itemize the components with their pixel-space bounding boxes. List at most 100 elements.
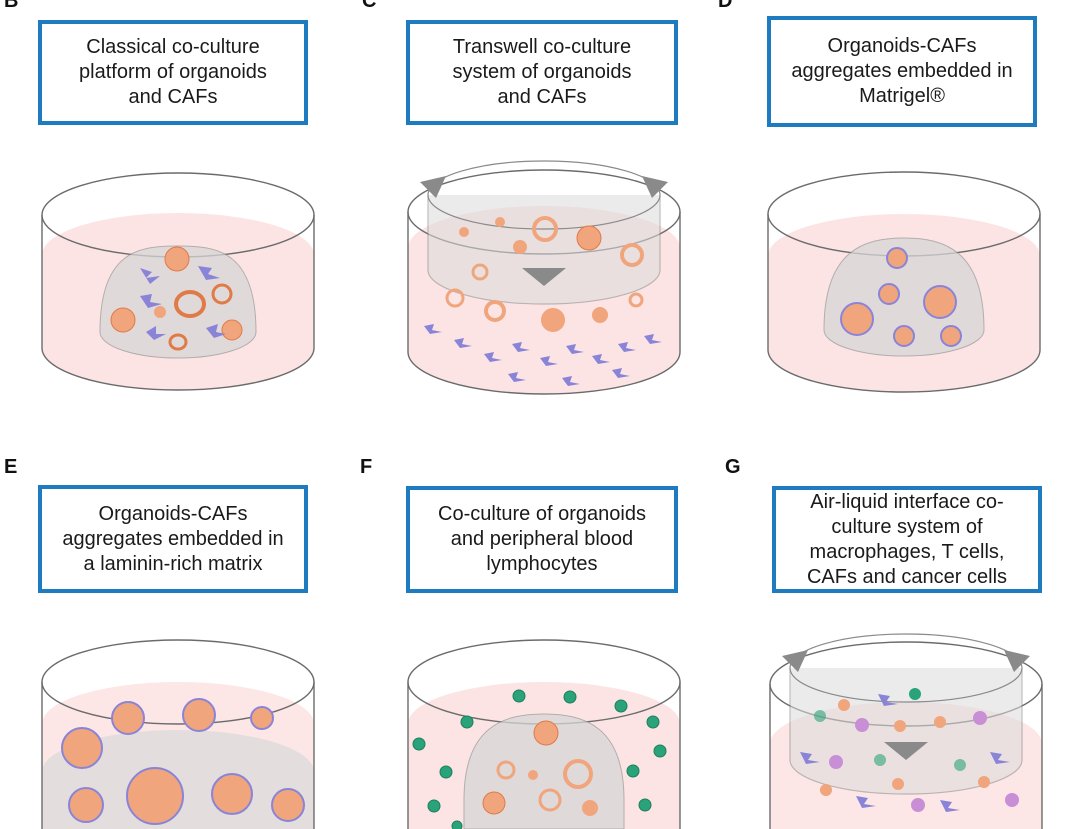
dish-f-organoid-5 bbox=[482, 791, 506, 815]
dish-g-insert-rim bbox=[789, 633, 1023, 703]
dish-d-aggregate-5 bbox=[893, 325, 915, 347]
panel-letter-c: C bbox=[362, 0, 377, 12]
dish-c bbox=[407, 160, 681, 395]
dish-g-cancer-cell-5 bbox=[892, 778, 904, 790]
dish-f-organoid-3 bbox=[528, 770, 538, 780]
dish-f-lymphocyte-3 bbox=[614, 699, 628, 713]
dish-c-caf-8 bbox=[618, 342, 636, 352]
dish-e-aggregate-7 bbox=[68, 787, 104, 823]
dish-b-caf-2 bbox=[198, 266, 220, 280]
dish-c-caf-2 bbox=[454, 338, 472, 348]
panel-letter-f: F bbox=[360, 456, 373, 478]
dish-f-organoid-1 bbox=[533, 720, 559, 746]
caption-box-g: Air-liquid interface co- culture system … bbox=[772, 486, 1042, 593]
dish-g-cancer-cell-1 bbox=[838, 699, 850, 711]
dish-g-cancer-cell-3 bbox=[894, 720, 906, 732]
dish-g-arrow-bottom bbox=[884, 742, 928, 760]
dish-b-organoid-2 bbox=[110, 307, 136, 333]
dish-f-organoid-7 bbox=[582, 800, 598, 816]
dish-e-aggregate-6 bbox=[211, 773, 253, 815]
dish-c-wall bbox=[407, 212, 681, 395]
dish-f-lymphocyte-11 bbox=[638, 798, 652, 812]
dish-e-aggregate-2 bbox=[182, 698, 216, 732]
dish-b-organoid-1 bbox=[164, 246, 190, 272]
dish-f-lymphocytes bbox=[412, 689, 667, 829]
dish-c-organoid-11 bbox=[592, 307, 608, 323]
panel-letter-e: E bbox=[4, 456, 18, 478]
dish-g-insert bbox=[789, 668, 1023, 795]
caption-box-e: Organoids-CAFs aggregates embedded in a … bbox=[38, 485, 308, 593]
dish-c-caf-5 bbox=[540, 356, 558, 366]
dish-f-wall bbox=[407, 682, 681, 829]
caption-box-c: Transwell co-culture system of organoids… bbox=[406, 20, 678, 125]
caption-box-d: Organoids-CAFs aggregates embedded in Ma… bbox=[767, 16, 1037, 127]
dish-c-arrow-bottom bbox=[522, 268, 566, 286]
dish-f-lymphocyte-4 bbox=[460, 715, 474, 729]
caption-text-d: Organoids-CAFs aggregates embedded in Ma… bbox=[791, 35, 1013, 107]
dish-b bbox=[41, 172, 315, 391]
dish-f bbox=[407, 639, 681, 829]
dish-f-lymphocyte-10 bbox=[427, 799, 441, 813]
dish-c-caf-7 bbox=[592, 354, 610, 364]
dish-g-caf-1 bbox=[878, 694, 898, 706]
dish-c-organoid-9 bbox=[484, 300, 506, 322]
dish-c-organoid-7 bbox=[471, 263, 489, 281]
dish-g-arrow-left bbox=[782, 650, 808, 672]
dish-g-arrow-right bbox=[1004, 650, 1030, 672]
dish-c-organoid-5 bbox=[513, 240, 527, 254]
caption-text-e: Organoids-CAFs aggregates embedded in a … bbox=[62, 502, 284, 575]
dish-c-organoid-10 bbox=[541, 308, 565, 332]
dish-c-caf-6 bbox=[566, 344, 584, 354]
dish-c-organoid-1 bbox=[459, 227, 469, 237]
dish-b-caf-4 bbox=[206, 324, 226, 338]
dish-f-lymphocyte-1 bbox=[512, 689, 526, 703]
dish-g-tcell-4 bbox=[954, 759, 966, 771]
dish-d-wall bbox=[767, 214, 1041, 393]
panel-letter-g: G bbox=[725, 456, 741, 478]
dish-f-lymphocyte-2 bbox=[563, 690, 577, 704]
dish-g bbox=[769, 633, 1043, 829]
caption-text-f: Co-culture of organoids and peripheral b… bbox=[438, 503, 646, 575]
dish-g-cancer-cell-2 bbox=[934, 716, 946, 728]
dish-g-macrophage-3 bbox=[829, 755, 843, 769]
dish-b-organoid-6 bbox=[154, 306, 166, 318]
dish-d-aggregate-6 bbox=[940, 325, 962, 347]
dish-f-lymphocyte-12 bbox=[451, 820, 463, 829]
dish-f-lymphocyte-9 bbox=[626, 764, 640, 778]
dish-e-aggregate-4 bbox=[61, 727, 103, 769]
dish-g-wall bbox=[769, 684, 1043, 829]
dish-e-aggregate-5 bbox=[126, 767, 184, 825]
dish-c-caf-11 bbox=[562, 376, 580, 386]
dish-c-organoid-4 bbox=[576, 225, 602, 251]
caption-text-g: Air-liquid interface co- culture system … bbox=[806, 490, 1008, 588]
dish-b-organoid-3 bbox=[174, 290, 206, 318]
caption-box-f: Co-culture of organoids and peripheral b… bbox=[406, 486, 678, 593]
dish-g-tcell-2 bbox=[909, 688, 921, 700]
dish-g-tcell-1 bbox=[814, 710, 826, 722]
dish-c-organoid-6 bbox=[620, 243, 644, 267]
dish-c-arrow-right bbox=[642, 176, 668, 198]
dish-c-organoid-3 bbox=[532, 216, 558, 242]
dish-c-caf-3 bbox=[484, 352, 502, 362]
dish-e-aggregate-3 bbox=[250, 706, 274, 730]
dish-f-organoid-2 bbox=[496, 760, 516, 780]
dish-f-organoid-6 bbox=[538, 788, 562, 812]
dish-f-organoid-4 bbox=[563, 759, 593, 789]
dish-b-wall-left bbox=[41, 215, 315, 391]
dish-c-arrow-left bbox=[420, 176, 446, 198]
dish-b-caf-1 bbox=[140, 268, 160, 284]
dish-c-organoid-8 bbox=[445, 288, 465, 308]
dish-f-lymphocyte-8 bbox=[439, 765, 453, 779]
panel-letter-d: D bbox=[718, 0, 733, 12]
caption-box-b: Classical co-culture platform of organoi… bbox=[38, 20, 308, 125]
dish-f-lymphocyte-7 bbox=[653, 744, 667, 758]
dish-c-organoid-12 bbox=[628, 292, 644, 308]
dish-e bbox=[41, 639, 315, 829]
dish-g-macrophage-5 bbox=[1005, 793, 1019, 807]
caption-text-c: Transwell co-culture system of organoids… bbox=[452, 36, 632, 108]
caption-text-b: Classical co-culture platform of organoi… bbox=[79, 36, 267, 108]
dish-d bbox=[767, 171, 1041, 393]
dish-b-organoid-5 bbox=[168, 333, 188, 351]
dish-e-rim bbox=[41, 639, 315, 725]
dish-g-caf-3 bbox=[800, 752, 820, 764]
